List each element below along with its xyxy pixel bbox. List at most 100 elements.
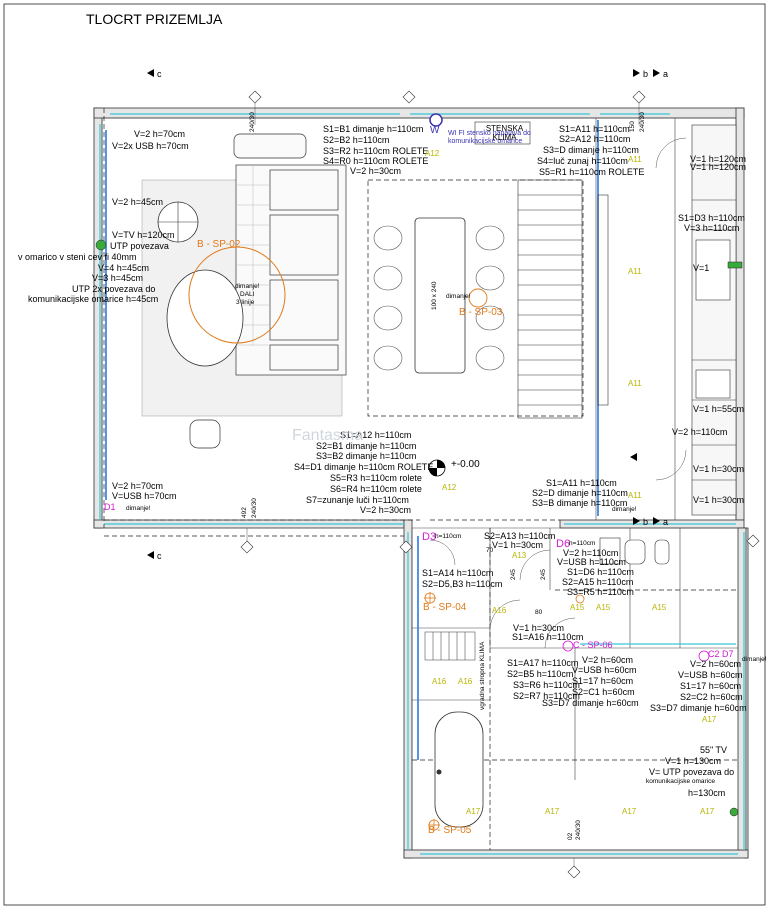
dim-leaders (246, 103, 640, 866)
section-mark-c-bottom: c (157, 551, 162, 561)
kitchen-outlet-6: V=2 h=110cm (672, 427, 728, 437)
kitchen-a11-3: A11 (628, 379, 642, 388)
bed-right-2: V=USB h=60cm (678, 670, 743, 680)
living-bottom-switch-2: S2=B1 dimanje h=110cm (316, 441, 417, 451)
living-bottom-switch-7: S7=zunanje luči h=110cm (306, 495, 409, 505)
wc-sink (599, 537, 621, 565)
sink (695, 369, 731, 399)
corridor-item-2: S1=A16 h=110cm (512, 632, 584, 642)
bath-a16-1: A16 (432, 677, 447, 686)
bed-left-1: S1=A17 h=110cm (507, 658, 579, 668)
section-arrows (147, 69, 660, 559)
living-outlet-2: V=2x USB h=70cm (112, 141, 189, 151)
d1-dimanje: dimanje! (126, 505, 151, 512)
bed-a17-4: A17 (700, 807, 715, 816)
living-tv-note-1: UTP povezava (110, 241, 169, 251)
climate-w-label: W (430, 125, 440, 136)
climate-unit-label: STENSKA KLIMA (485, 124, 524, 142)
living-bottom-switch-5: S5=R3 h=110cm rolete (330, 473, 422, 483)
bed-left-4: S2=R7 h=110cm (513, 691, 580, 701)
section-mark-a-top: a (663, 69, 669, 79)
lamp-sp03-label: B - SP-03 (459, 307, 503, 318)
bed-tv-5: h=130cm (688, 788, 726, 798)
stair-steps (518, 194, 582, 406)
bed-mid-4: S2=C1 h=60cm (572, 687, 635, 697)
living-outlet-6: V=USB h=70cm (112, 491, 177, 501)
bed-right-1: V=2 h=60cm (690, 659, 742, 669)
living-outlet-5: V=2 h=70cm (112, 481, 164, 491)
green-markers (95, 239, 743, 817)
kitchen-a11-2: A11 (628, 267, 642, 276)
entry-switch-2: V=1 h=30cm (492, 540, 544, 550)
dim-6: 245 (510, 569, 517, 580)
watermark: Fantasma (292, 427, 364, 444)
hall-dimanje: dimanje! (612, 506, 637, 513)
living-outlet-1: V=2 h=70cm (134, 129, 186, 139)
dim-4: 492 (241, 507, 248, 518)
section-mark-a-bottom: a (663, 517, 669, 527)
living-bottom-switch-1: S1=A12 h=110cm (340, 430, 412, 440)
bed-mid-1: V=2 h=60cm (582, 655, 634, 665)
kitchen-outlet-3: V=3 h=110cm (684, 223, 740, 233)
lamp-sp04-label: B - SP-04 (423, 602, 467, 613)
kitchen-outlet-2: V=1 h=120cm (690, 162, 747, 172)
bed-a17-3: A17 (622, 807, 637, 816)
living-top-switch-5: V=2 h=30cm (350, 166, 402, 176)
lamp-sp05-label: B - SP-05 (428, 825, 472, 836)
bed-right-4: S2=C2 h=60cm (680, 692, 743, 702)
window-lines (99, 113, 745, 855)
wardrobe (424, 631, 476, 661)
bed-a17-1: A17 (702, 715, 717, 724)
kitchen-switch-d3: S1=D3 h=110cm (678, 213, 745, 223)
stairs-switch-3: S3=D dimanje h=110cm (543, 145, 639, 155)
bed-tv-1: 55" TV (700, 745, 728, 755)
wc-item-5: S3=R5 h=110cm (567, 587, 634, 597)
bed-left-2: S2=B5 h=110cm (507, 669, 574, 679)
kitchen-modules (692, 164, 736, 481)
wc-d6-label: D6 (556, 538, 571, 550)
hall-switch-1: S1=A11 h=110cm (546, 478, 617, 488)
kitchen-outlet-1: V=1 h=120cm (690, 154, 747, 164)
elevation-label: +-0.00 (451, 459, 480, 470)
bed-mid-3: S1=17 h=60cm (572, 676, 634, 686)
dim-11: 240/30 (575, 820, 582, 840)
living-bottom-switch-6: S6=R4 h=110cm rolete (330, 484, 422, 494)
dim-7: 245 (540, 569, 547, 580)
bed-mid-2: V=USB h=60cm (572, 665, 637, 675)
wc-a15-1: A15 (570, 603, 585, 612)
stairs-switch-2: S2=A12 h=110cm (559, 134, 631, 144)
entry-switch-3: S1=A14 h=110cm (422, 568, 494, 578)
dining-dimanje: dimanje! (446, 293, 471, 300)
corridor-item-1: V=1 h=30cm (513, 623, 565, 633)
living-tv-note-3: V=4 h=45cm (98, 263, 150, 273)
kitchen-a11-4: A11 (628, 491, 642, 500)
cushion (233, 133, 307, 159)
section-mark-c-top: c (157, 69, 162, 79)
bath-a17: A17 (466, 807, 481, 816)
dim-10: 02 (567, 832, 574, 840)
handrail (597, 194, 609, 406)
kitchen-outlet-4: V=1 (693, 263, 710, 273)
wc-item-2: V=USB h=110cm (557, 557, 626, 567)
kitchen-counter (691, 124, 737, 516)
living-a12-top: A12 (425, 149, 440, 158)
entry-d3-note: h=110cm (435, 533, 462, 540)
elevation-symbol (428, 459, 446, 477)
wardrobe-lines (432, 632, 466, 660)
wc-item-3: S1=D6 h=110cm (567, 567, 634, 577)
kitchen-outlet-5: V=1 h=55cm (693, 404, 745, 414)
living-tv-note-5: UTP 2x povezava do (72, 284, 156, 294)
coffee-table (166, 269, 244, 367)
living-bottom-switch-3: S3=B2 dimanje h=110cm (316, 451, 417, 461)
dim-1: 240/30 (249, 112, 256, 132)
bed-a17-2: A17 (545, 807, 560, 816)
lamp-sp02-label: B - SP-02 (197, 239, 241, 250)
living-outlet-3: V=2 h=45cm (112, 197, 164, 207)
dim-8: 70 (486, 547, 494, 554)
hall-switch-2: S2=D dimanje h=110cm (532, 488, 628, 498)
stairs-switch-1: S1=A11 h=110cm (559, 124, 630, 134)
bed-mid-5: S3=D7 dimanje h=60cm (542, 698, 639, 708)
living-top-switch-4: S4=R0 h=110cm ROLETE (323, 156, 429, 166)
bed-tv-3: V= UTP povezava do (649, 767, 735, 777)
wc-a15-2: A15 (596, 603, 611, 612)
